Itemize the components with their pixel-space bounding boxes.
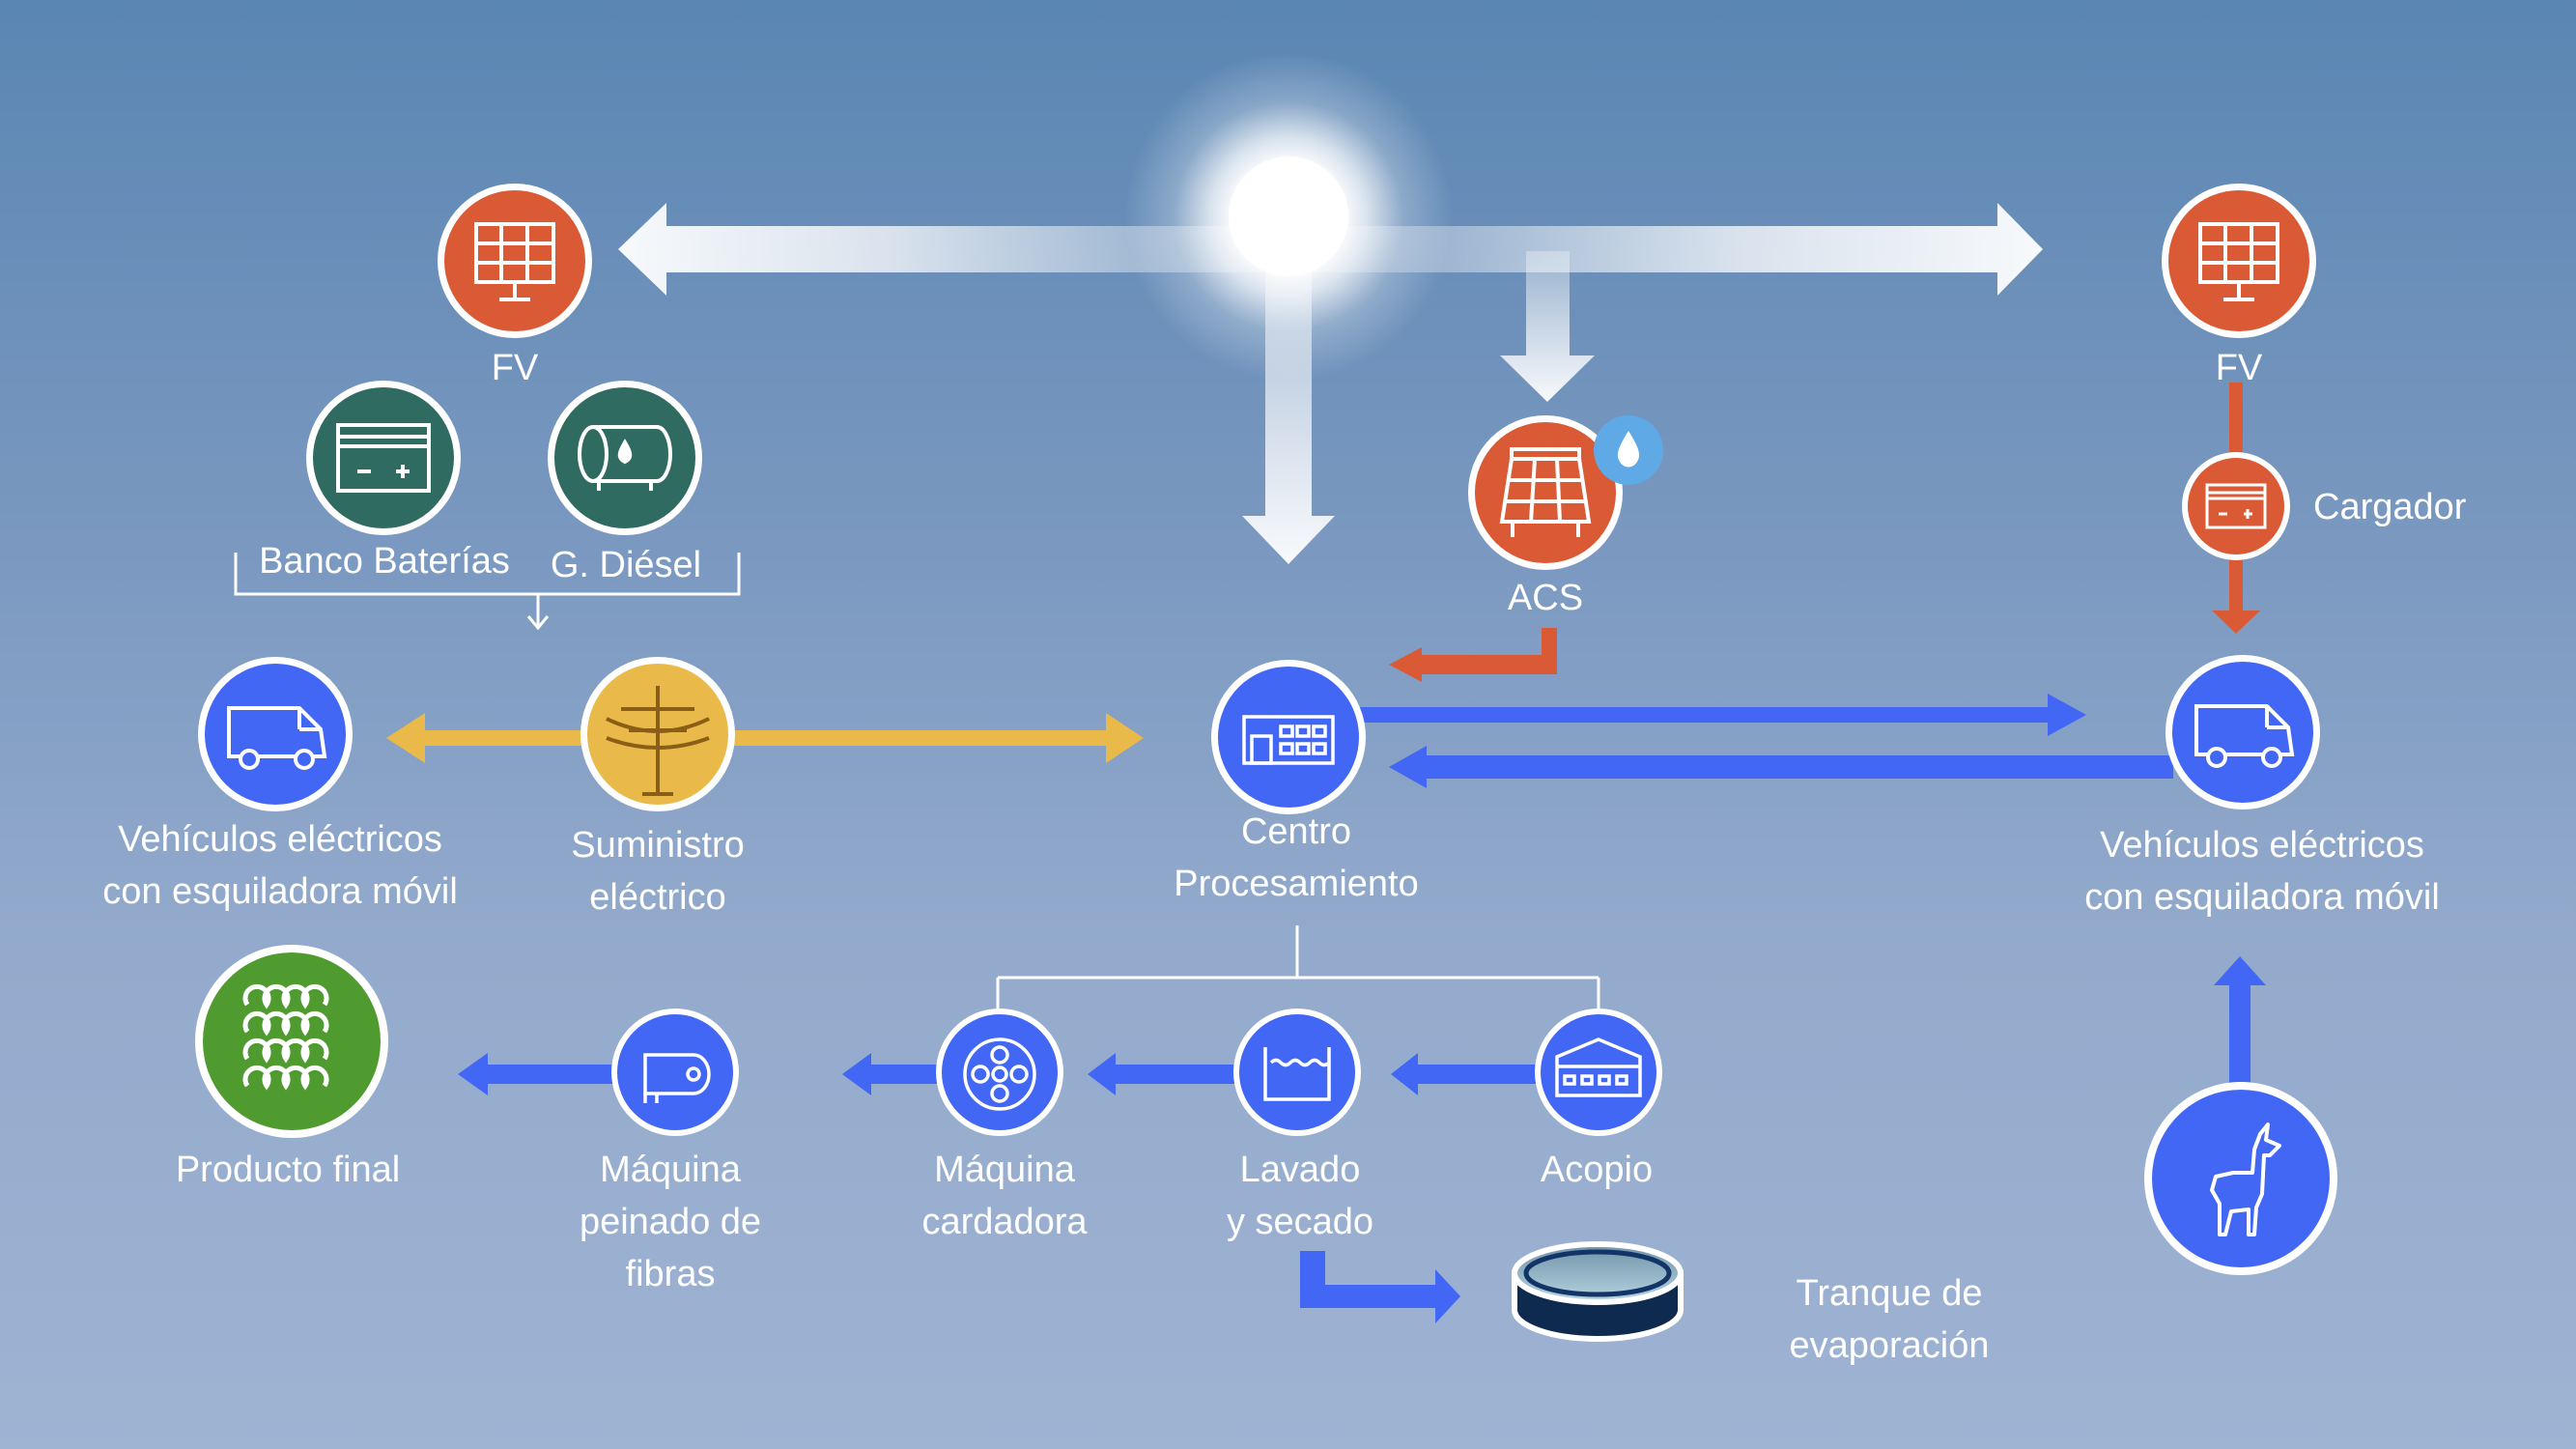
pv-left-label: FV [491,348,539,388]
center-label: Centro Procesamiento [1174,811,1419,904]
solar-thermal-collector-icon [1499,447,1592,537]
sunlight-arrow-down-acs [1500,251,1595,402]
grid-label: Suministro eléctrico [571,825,745,918]
pv-right-node [2162,184,2316,338]
warehouse-icon [1555,1037,1642,1097]
charger-to-van-arrow [2212,553,2260,634]
power-pole-icon [606,686,710,796]
charger-node [2182,452,2290,560]
combing-node [611,1009,739,1136]
ev-left-node [198,657,353,811]
center-to-van-arrow [1357,694,2086,736]
combing-label: Máquina peinado de fibras [579,1150,762,1294]
evaporation-pond-icon [1523,1249,1672,1297]
solar-panel-icon [2198,222,2279,301]
pond-node [1512,1241,1684,1342]
pond-label: Tranque de evaporación [1789,1273,1990,1366]
sunlight-arrow-right [1294,203,2043,296]
product-node [195,945,388,1138]
wool-fiber-icon [242,983,329,1091]
acs-node [1468,415,1663,570]
center-node [1211,660,1366,814]
acs-label: ACS [1507,578,1584,618]
grid-node [580,657,735,811]
fiber-roll-icon [643,1053,711,1103]
process-arrows [458,1053,1541,1095]
processing-center-icon [1242,715,1335,765]
grid-double-arrow [386,713,1144,763]
washing-to-pond-arrow [1300,1251,1460,1323]
carding-drum-icon [963,1037,1036,1111]
storage-bracket [234,553,741,631]
pv-left-node [438,184,592,338]
electric-van-icon [227,706,327,770]
carding-label: Máquina cardadora [921,1150,1088,1242]
pv-to-charger-arrow [2229,383,2243,460]
storage-node [1535,1009,1662,1136]
alpaca-node [2144,1082,2337,1275]
battery-node [306,381,461,535]
charger-icon [2205,483,2267,529]
product-label: Producto final [175,1150,401,1190]
diesel-node [548,381,702,535]
storage-label: Acopio [1540,1150,1654,1190]
ev-left-label: Vehículos eléctricos con esquiladora móv… [102,819,458,912]
ev-right-node [2166,655,2320,810]
ev-right-label: Vehículos eléctricos con esquiladora móv… [2084,825,2440,918]
washing-node [1233,1009,1361,1136]
water-drop-icon [1594,415,1663,485]
solar-panel-icon [474,222,555,301]
carding-node [936,1009,1063,1136]
washing-label: Lavado y secado [1226,1150,1374,1242]
charger-label: Cargador [2313,487,2467,527]
wash-tub-icon [1263,1047,1331,1101]
diesel-tank-icon [578,425,672,491]
pv-right-label: FV [2215,348,2263,388]
process-branch-lines [996,925,1600,1010]
diesel-label: G. Diésel [550,545,702,585]
van-to-center-arrow [1389,746,2173,788]
battery-icon [336,423,431,493]
alpaca-to-van-arrow [2214,956,2266,1092]
sun-icon [1124,52,1453,381]
battery-label: Banco Baterías [259,541,510,582]
alpaca-icon [2210,1122,2281,1236]
acs-to-center-arrow [1389,628,1557,682]
electric-van-icon [2194,704,2295,768]
